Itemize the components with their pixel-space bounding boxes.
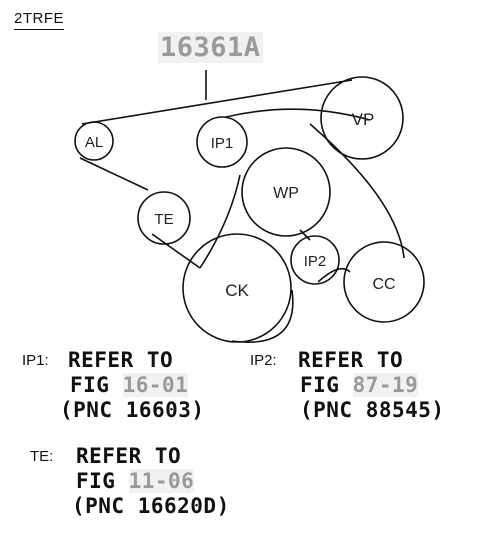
note-pnc: (PNC 88545) <box>300 398 445 422</box>
engine-code-label: 2TRFE <box>14 10 65 30</box>
fig-ref-link[interactable]: 87-19 <box>352 373 419 397</box>
note-ip1: IP1: REFER TO FIG 16-01 (PNC 16603) <box>22 348 205 423</box>
note-te: TE: REFER TO FIG 11-06 (PNC 16620D) <box>30 444 230 519</box>
part-number-label[interactable]: 16361A <box>158 32 263 63</box>
pulley-label-ck: CK <box>225 281 249 300</box>
note-line-refer: REFER TO <box>76 444 182 468</box>
note-line-refer: REFER TO <box>68 348 174 372</box>
note-tag-ip1: IP1: <box>22 352 49 369</box>
note-ip2: IP2: REFER TO FIG 87-19 (PNC 88545) <box>250 348 445 423</box>
pulley-label-te: TE <box>154 211 173 228</box>
pulley-al <box>74 121 114 161</box>
note-fig-prefix: FIG <box>70 373 110 397</box>
pulley-label-cc: CC <box>372 276 395 293</box>
pulley-ip1 <box>196 116 248 168</box>
pulley-label-ip1: IP1 <box>211 135 234 152</box>
fig-ref-link[interactable]: 11-06 <box>128 469 195 493</box>
pulley-te <box>137 191 191 245</box>
pulley-label-ip2: IP2 <box>304 253 327 270</box>
note-fig-prefix: FIG <box>300 373 340 397</box>
pulley-ck <box>182 233 292 343</box>
note-line-refer: REFER TO <box>298 348 404 372</box>
note-pnc: (PNC 16603) <box>60 398 205 422</box>
note-tag-ip2: IP2: <box>250 352 277 369</box>
pulley-label-vp: VP <box>352 110 375 129</box>
note-pnc: (PNC 16620D) <box>72 494 230 518</box>
note-fig-prefix: FIG <box>76 469 116 493</box>
pulley-label-al: AL <box>85 134 103 151</box>
pulley-ip2 <box>290 235 340 285</box>
note-tag-te: TE: <box>30 448 54 465</box>
pulley-vp <box>320 76 404 160</box>
fig-ref-link[interactable]: 16-01 <box>122 373 189 397</box>
pulley-cc <box>343 241 425 323</box>
pulley-wp <box>241 147 331 237</box>
belt-inner <box>199 174 311 269</box>
pulley-label-wp: WP <box>273 185 299 202</box>
